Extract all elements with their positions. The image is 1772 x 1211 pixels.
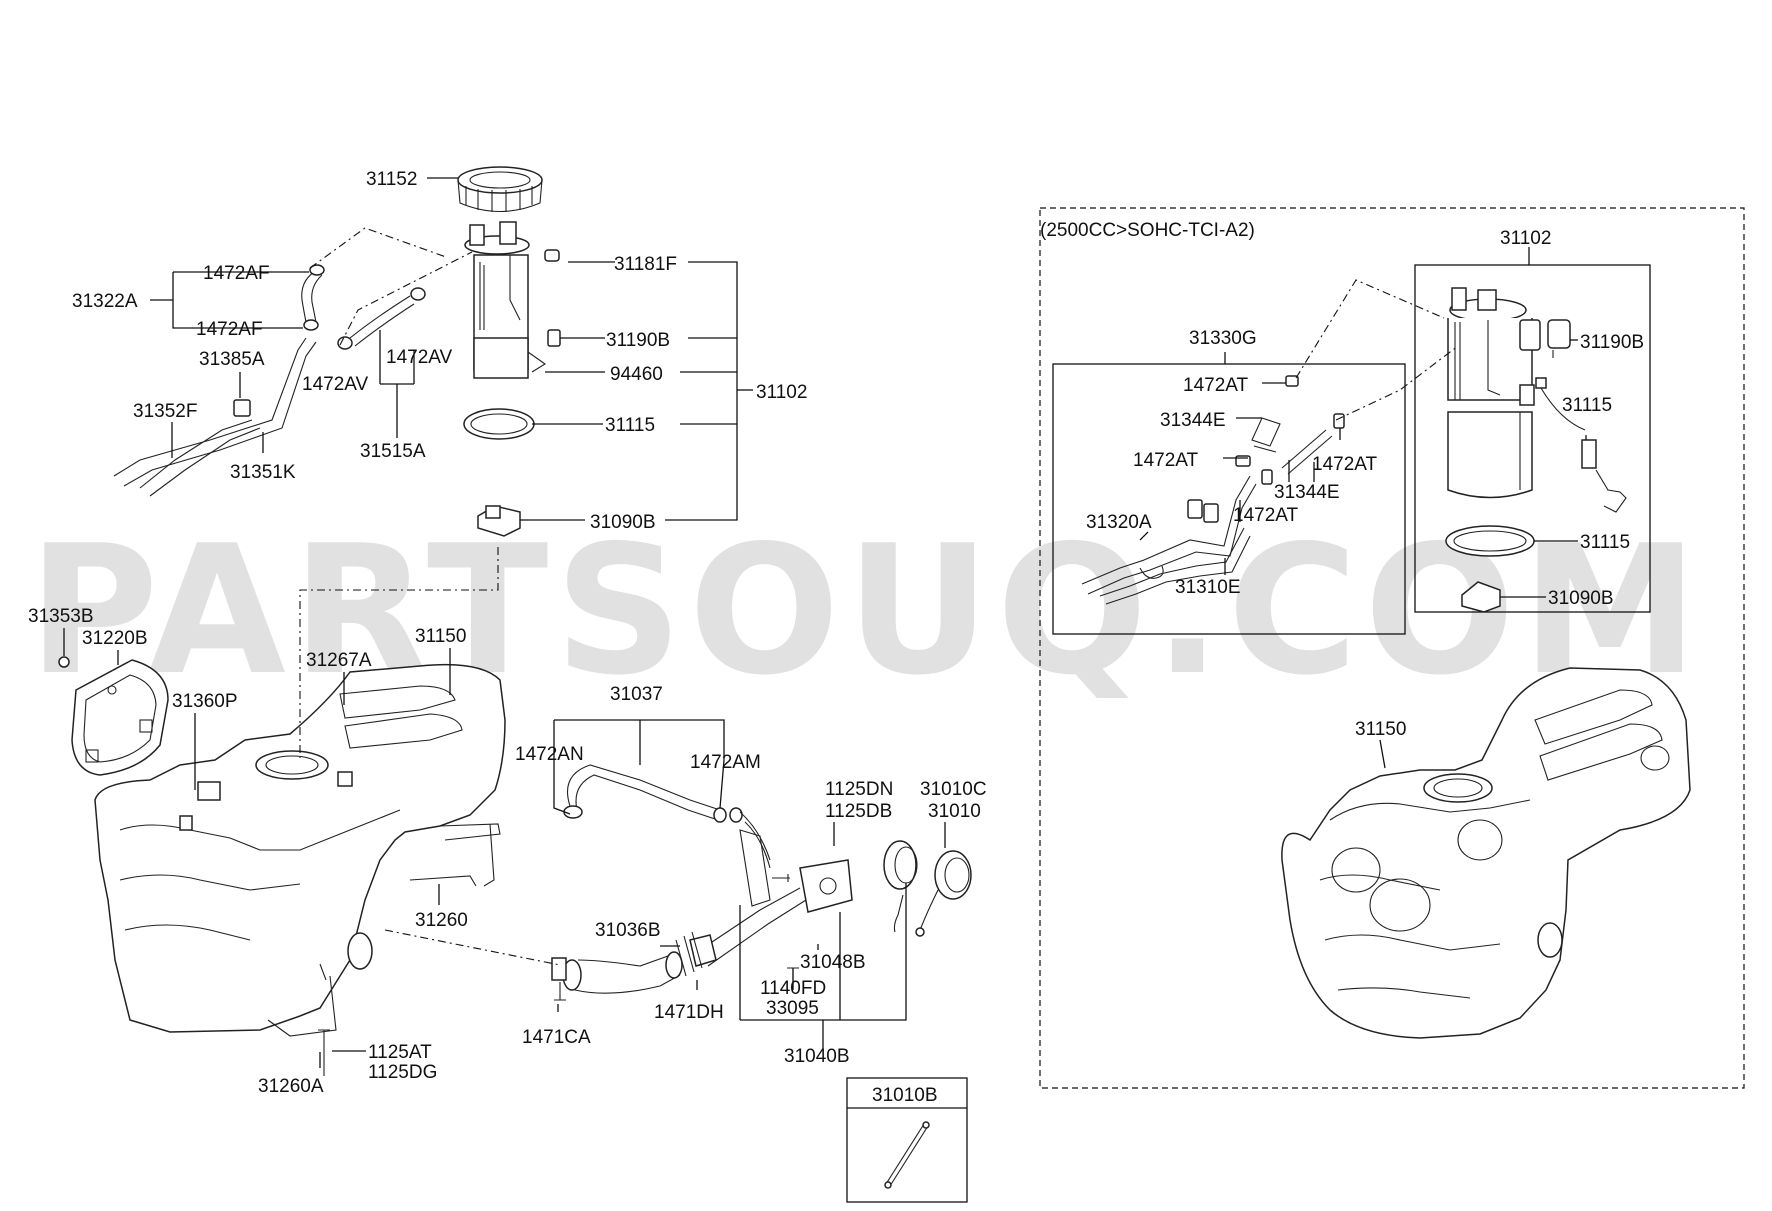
- part-label-31320A[interactable]: 31320A: [1086, 512, 1152, 533]
- inset-part-box: [846, 1077, 968, 1203]
- part-label-31353B[interactable]: 31353B: [28, 606, 94, 627]
- filler-hose-lower-illustration: [551, 951, 683, 994]
- part-label-33095[interactable]: 33095: [766, 998, 819, 1019]
- part-label-31515A[interactable]: 31515A: [360, 441, 426, 462]
- clamp-bolt-illustration: [554, 982, 566, 1001]
- part-label-1472AV[interactable]: 1472AV: [386, 347, 453, 368]
- part-label-31090B[interactable]: 31090B: [1548, 588, 1614, 609]
- part-label-1125DG[interactable]: 1125DG: [368, 1062, 437, 1083]
- fuel-pump-module-variant-illustration: [1445, 287, 1627, 613]
- variant-panel: [1039, 207, 1745, 1089]
- bolt-illustration: [318, 1029, 330, 1076]
- fuel-tank-variant-illustration: [1281, 667, 1691, 1039]
- tank-protector-illustration: [71, 659, 169, 776]
- fuel-pump-module-illustration: [463, 221, 561, 440]
- part-label-31352F[interactable]: 31352F: [133, 401, 197, 422]
- dashed-connections-left: [299, 227, 561, 966]
- part-label-31181F[interactable]: 31181F: [614, 254, 677, 275]
- part-label-31037[interactable]: 31037: [610, 684, 663, 705]
- part-label-1472AV[interactable]: 1472AV: [302, 374, 369, 395]
- part-label-1472AT[interactable]: 1472AT: [1133, 450, 1199, 471]
- part-label-31010C[interactable]: 31010C: [920, 779, 987, 800]
- part-label-1125DN[interactable]: 1125DN: [825, 779, 893, 800]
- part-label-31310E[interactable]: 31310E: [1175, 577, 1241, 598]
- part-label-31190B[interactable]: 31190B: [1580, 332, 1644, 353]
- part-label-31048B[interactable]: 31048B: [800, 952, 866, 973]
- part-label-1472AN[interactable]: 1472AN: [515, 744, 584, 765]
- bolt-illustration: [772, 874, 790, 882]
- leader-lines-left: [63, 177, 946, 1068]
- fuel-cap-illustration: [883, 840, 972, 937]
- part-label-31040B[interactable]: 31040B: [784, 1046, 850, 1067]
- part-label-31115[interactable]: 31115: [1562, 395, 1612, 416]
- lock-ring-illustration: [457, 166, 543, 213]
- part-label-1140FD[interactable]: 1140FD: [760, 978, 826, 999]
- leader-lines-right: [1139, 247, 1587, 769]
- part-label-31344E[interactable]: 31344E: [1274, 482, 1340, 503]
- part-label-31150[interactable]: 31150: [415, 626, 466, 647]
- part-label-31322A[interactable]: 31322A: [72, 291, 138, 312]
- part-label-1472AT[interactable]: 1472AT: [1233, 505, 1299, 526]
- part-label-1125DB[interactable]: 1125DB: [825, 801, 892, 822]
- watermark: PARTSOUQ.COM: [28, 507, 1704, 714]
- part-label-31267A[interactable]: 31267A: [306, 650, 372, 671]
- part-label-1472AT[interactable]: 1472AT: [1312, 454, 1378, 475]
- part-label-31344E[interactable]: 31344E: [1160, 410, 1226, 431]
- part-label-31115[interactable]: 31115: [605, 415, 655, 436]
- part-label-31360P[interactable]: 31360P: [172, 691, 238, 712]
- part-label-31190B[interactable]: 31190B: [606, 330, 670, 351]
- part-label-31260A[interactable]: 31260A: [258, 1076, 324, 1097]
- bolt-illustration: [58, 656, 70, 668]
- part-label-1472AF[interactable]: 1472AF: [196, 319, 263, 340]
- part-label-1472AF[interactable]: 1472AF: [203, 263, 270, 284]
- dashed-connections-right: [1295, 279, 1459, 421]
- part-label-31260[interactable]: 31260: [415, 910, 468, 931]
- part-label-31102[interactable]: 31102: [756, 382, 807, 403]
- part-label-1471CA[interactable]: 1471CA: [522, 1027, 591, 1048]
- part-label-31102[interactable]: 31102: [1500, 228, 1551, 249]
- filler-hose-illustration: [563, 764, 771, 869]
- part-label-1471DH[interactable]: 1471DH: [654, 1002, 724, 1023]
- filler-neck-illustration: [675, 829, 853, 977]
- part-label-94460[interactable]: 94460: [610, 364, 663, 385]
- part-label-31036B[interactable]: 31036B: [595, 920, 661, 941]
- part-label-31115[interactable]: 31115: [1580, 532, 1630, 553]
- sender-clip-illustration: [477, 505, 521, 537]
- variant-caption: (2500CC>SOHC-TCI-A2): [1040, 220, 1255, 241]
- fuel-hose-illustration: [113, 264, 426, 497]
- part-label-1472AM[interactable]: 1472AM: [690, 752, 761, 773]
- part-label-31090B[interactable]: 31090B: [590, 512, 656, 533]
- part-label-31150[interactable]: 31150: [1355, 719, 1406, 740]
- part-label-31152[interactable]: 31152: [366, 169, 417, 190]
- fuel-tank-illustration: [94, 663, 506, 1037]
- part-label-1472AT[interactable]: 1472AT: [1183, 375, 1249, 396]
- part-label-31330G[interactable]: 31330G: [1189, 328, 1257, 349]
- part-label-31385A[interactable]: 31385A: [199, 349, 265, 370]
- inset-part-label: 31010B: [872, 1085, 938, 1106]
- part-label-31010[interactable]: 31010: [928, 801, 981, 822]
- part-label-31351K[interactable]: 31351K: [230, 462, 296, 483]
- part-label-31220B[interactable]: 31220B: [82, 628, 148, 649]
- part-label-1125AT[interactable]: 1125AT: [368, 1042, 432, 1063]
